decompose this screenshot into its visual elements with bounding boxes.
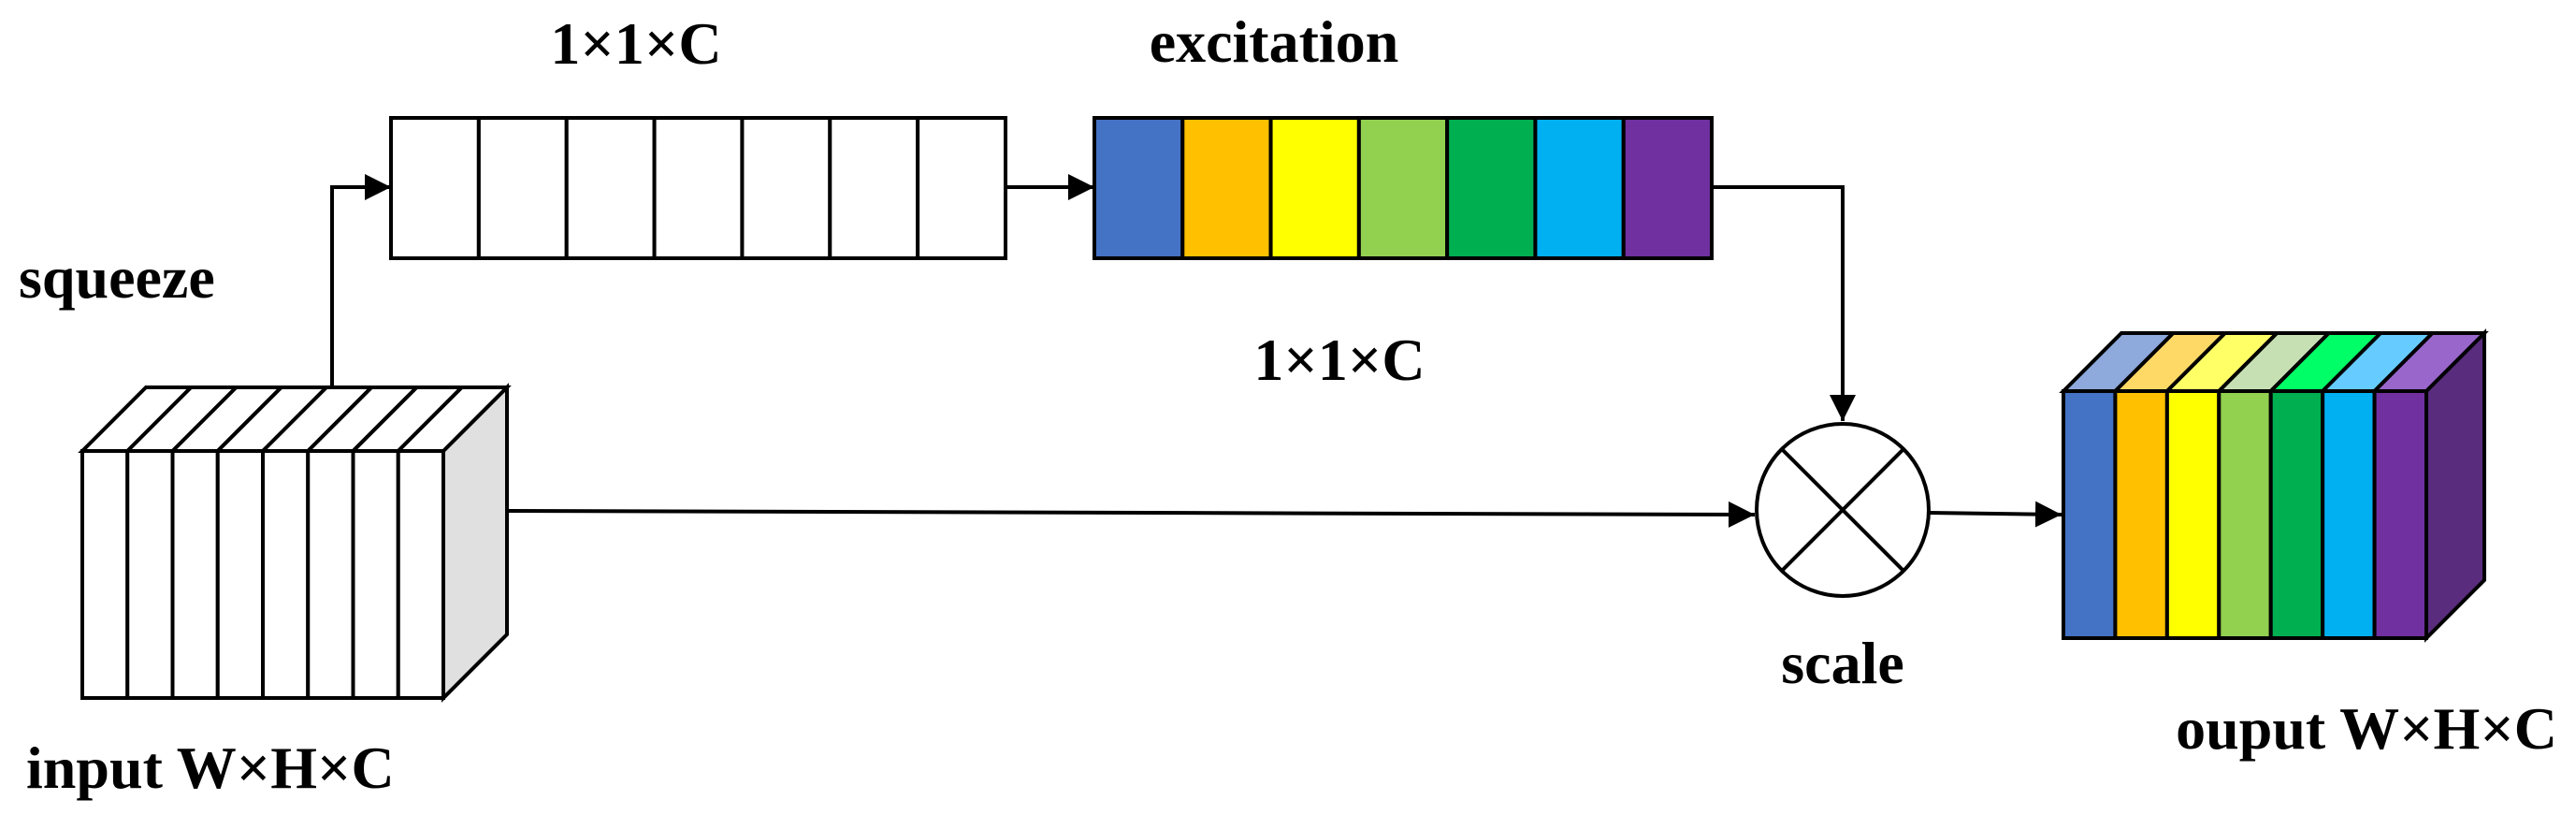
output-slice bbox=[2372, 389, 2429, 640]
output-slice bbox=[2113, 389, 2169, 640]
excitation-cell bbox=[1180, 116, 1273, 260]
scale-to-output-arrow bbox=[1928, 501, 2062, 528]
scale-label: scale bbox=[1781, 630, 1904, 696]
output-slice bbox=[2062, 389, 2118, 640]
output-slice bbox=[2321, 389, 2377, 640]
squeeze-cell bbox=[652, 116, 745, 260]
input-slice bbox=[306, 449, 355, 700]
input-slice bbox=[351, 449, 400, 700]
excitation-cell bbox=[1093, 116, 1185, 260]
excitation-cell bbox=[1621, 116, 1714, 260]
excitation-cell bbox=[1445, 116, 1538, 260]
squeeze-cell bbox=[389, 116, 481, 260]
squeeze-cell bbox=[476, 116, 569, 260]
output-slice bbox=[2268, 389, 2325, 640]
input-slice bbox=[170, 449, 220, 700]
output-label: ouput W×H×C bbox=[2176, 695, 2557, 762]
input-slice bbox=[125, 449, 175, 700]
input-label: input W×H×C bbox=[26, 734, 395, 801]
input-slice bbox=[80, 449, 130, 700]
squeeze-vector bbox=[389, 116, 1008, 260]
excitation-cell bbox=[1356, 116, 1450, 260]
scale-multiply-operator bbox=[1755, 422, 1931, 598]
squeeze-label: squeeze bbox=[19, 244, 215, 311]
input-slice bbox=[396, 449, 445, 700]
squeeze-cell bbox=[564, 116, 657, 260]
excitation-to-scale-arrow bbox=[1712, 185, 1856, 421]
input-tensor bbox=[78, 383, 512, 703]
excitation-cell bbox=[1268, 116, 1361, 260]
output-slice bbox=[2164, 389, 2221, 640]
squeeze-cell bbox=[916, 116, 1008, 260]
squeeze-cell bbox=[828, 116, 920, 260]
input-slice bbox=[215, 449, 265, 700]
output-tensor bbox=[2059, 328, 2489, 643]
squeeze-cell bbox=[740, 116, 832, 260]
input-slice bbox=[261, 449, 311, 700]
input-skip-arrow bbox=[506, 501, 1756, 528]
excitation-vector bbox=[1093, 116, 1714, 260]
excitation-label: excitation bbox=[1150, 8, 1399, 75]
output-slice bbox=[2217, 389, 2273, 640]
excitation-cell bbox=[1533, 116, 1626, 260]
excitation-vector-dims-label: 1×1×C bbox=[1253, 327, 1425, 393]
squeeze-arrow bbox=[330, 174, 391, 385]
squeeze-vector-dims-label: 1×1×C bbox=[550, 10, 721, 77]
